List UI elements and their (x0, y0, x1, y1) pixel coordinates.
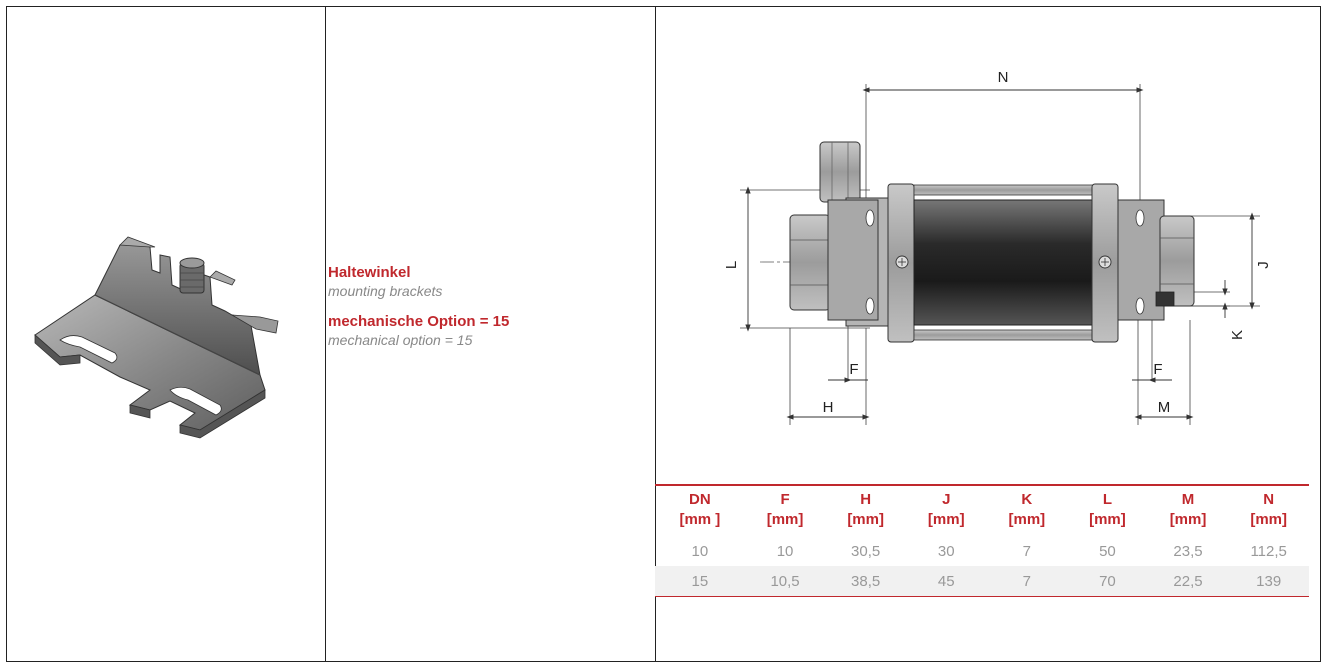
table-body: 10 10 30,5 30 7 50 23,5 112,5 15 10,5 38,5 45 7 70 22,… (655, 536, 1309, 597)
table-cell: 45 (937, 572, 955, 590)
table-cell: 38,5 (851, 572, 881, 590)
label-n: N (998, 69, 1009, 86)
dimension-table: DN [mm ] F [mm] H [mm] J [mm] K [mm] L [mm] M [mm] N [m… (655, 484, 1309, 597)
column-header-unit: [mm] (766, 511, 804, 528)
label-k: K (1229, 330, 1246, 340)
column-divider (325, 7, 326, 661)
technical-drawing: N L J K F F H M (723, 69, 1272, 425)
column-header-name: L (1102, 491, 1113, 508)
label-m: M (1158, 399, 1171, 416)
title-english: mounting brackets (328, 283, 443, 299)
column-header-unit: [mm] (847, 511, 884, 528)
table-cell: 7 (1022, 542, 1032, 560)
product-description: Haltewinkel mounting brackets mechanisch… (328, 264, 509, 362)
column-header-name: DN (689, 491, 711, 508)
table-cell: 22,5 (1173, 572, 1203, 590)
option-english: mechanical option = 15 (328, 332, 473, 348)
label-f-left: F (849, 361, 858, 378)
table-cell: 70 (1099, 572, 1116, 590)
label-l: L (723, 261, 740, 269)
column-header: M [mm] (1148, 485, 1229, 536)
table-cell: 10,5 (770, 572, 800, 590)
table-row: 15 10,5 38,5 45 7 70 22,5 139 (655, 566, 1309, 597)
column-header-unit: [mm] (927, 511, 965, 528)
document-frame (6, 6, 1321, 662)
mounting-bracket-image (34, 236, 279, 439)
table-cell: 10 (691, 542, 709, 560)
table-cell: 30,5 (851, 542, 881, 560)
column-header-name: K (1021, 491, 1033, 508)
table-header-row: DN [mm ] F [mm] H [mm] J [mm] K [mm] L [mm] M [mm] N [m… (655, 485, 1309, 536)
column-header-unit: [mm] (1169, 511, 1207, 528)
column-header: J [mm] (906, 485, 987, 536)
column-header: F [mm] (745, 485, 826, 536)
column-header-name: F (780, 491, 790, 508)
column-divider (655, 7, 656, 661)
column-header-name: J (942, 491, 951, 508)
option-german: mechanische Option = 15 (328, 313, 510, 330)
label-j: J (1255, 261, 1272, 269)
column-header: L [mm] (1067, 485, 1148, 536)
column-header-name: N (1263, 491, 1275, 508)
label-h: H (823, 399, 834, 416)
column-header-name: H (860, 491, 872, 508)
column-header: DN [mm ] (655, 485, 745, 536)
label-f-right: F (1153, 361, 1162, 378)
column-header: H [mm] (825, 485, 906, 536)
column-header-unit: [mm ] (679, 511, 721, 528)
column-header-unit: [mm] (1089, 511, 1126, 528)
table-cell: 50 (1099, 542, 1116, 560)
table-cell: 23,5 (1173, 542, 1203, 560)
column-header: N [mm] (1228, 485, 1309, 536)
title-german: Haltewinkel (328, 264, 411, 281)
column-header-unit: [mm] (1250, 511, 1287, 528)
column-header-name: M (1181, 491, 1195, 508)
table-cell: 112,5 (1250, 542, 1287, 560)
table-row: 10 10 30,5 30 7 50 23,5 112,5 (655, 536, 1309, 566)
table-cell: 30 (937, 542, 955, 560)
table-cell: 7 (1022, 572, 1032, 590)
table-cell: 15 (691, 572, 709, 590)
table-cell: 10 (776, 542, 794, 560)
column-header-unit: [mm] (1008, 511, 1046, 528)
table-cell: 139 (1256, 572, 1282, 590)
column-header: K [mm] (987, 485, 1068, 536)
